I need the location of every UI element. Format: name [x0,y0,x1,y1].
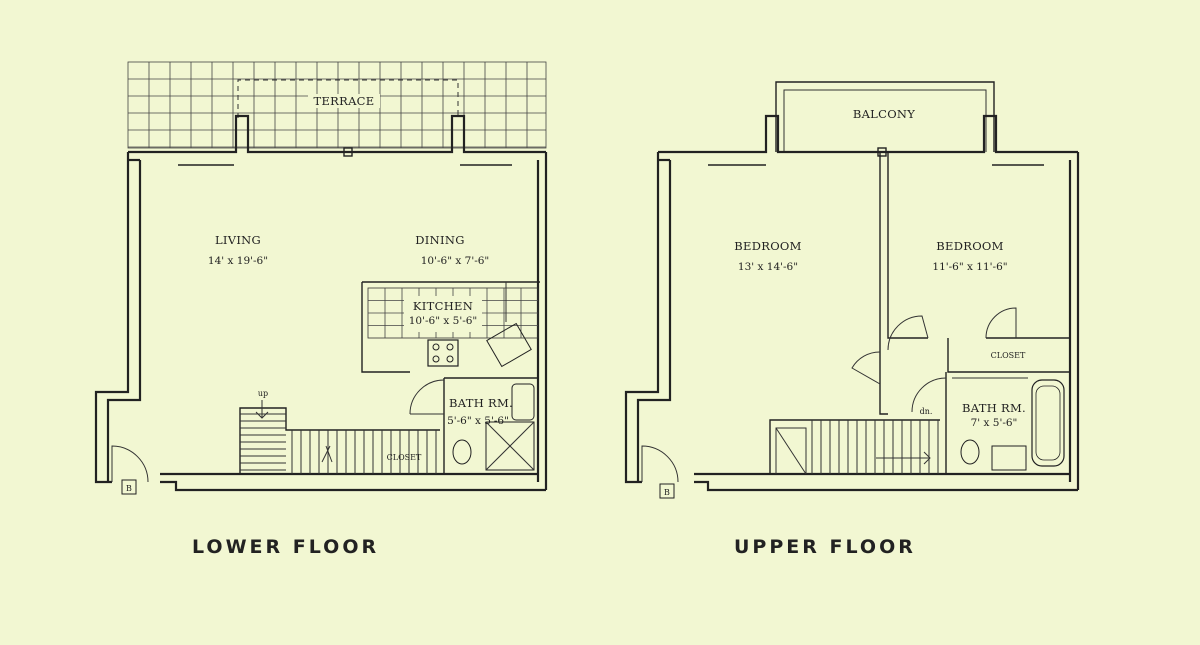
kitchen-dims: 10'-6" x 5'-6" [409,315,478,327]
bath-door-swing [409,379,445,415]
living-dims: 14' x 19'-6" [208,255,268,267]
upper-stairs [769,419,940,475]
b-marker: B [126,484,132,493]
living-label: LIVING [215,233,261,247]
terrace-label: TERRACE [314,94,375,108]
upper-outer-walls [624,114,1080,492]
upper-entry-door-swing [641,445,679,483]
sink-icon [486,322,532,368]
upper-b-marker: B [664,488,670,497]
upper-bath-dims: 7' x 5'-6" [971,417,1018,429]
lower-stair-note: up [258,389,268,398]
bedroom2-dims: 11'-6" x 11'-6" [932,261,1007,273]
bathtub-icon [511,383,535,421]
balcony-label: BALCONY [853,107,915,121]
entry-door-swing [111,445,149,483]
lower-closet-label: CLOSET [387,453,422,462]
kitchen-area [361,281,540,373]
lower-stairs [239,400,440,474]
upper-floor-title: UPPER FLOOR [734,536,916,558]
lower-bath [409,377,538,474]
dining-dims: 10'-6" x 7'-6" [421,255,490,267]
upper-bath-label: BATH RM. [962,401,1026,415]
bedroom1-label: BEDROOM [734,239,801,253]
b-marker-box [121,479,137,495]
lower-floor-title: LOWER FLOOR [192,536,380,558]
sink-icon [991,445,1027,471]
stove-icon [427,339,459,367]
bathtub-icon [1031,379,1065,467]
bedroom2-label: BEDROOM [936,239,1003,253]
bedroom1-door-swing [851,351,881,385]
toilet-icon [960,439,980,465]
upper-partitions [851,152,1070,474]
upper-floor-plan: BALCONY CLOSET [624,81,1080,499]
shower-icon [485,421,535,471]
upper-bath [952,377,1065,471]
dining-label: DINING [415,233,464,247]
lower-outer-walls [94,114,548,492]
toilet-icon [452,439,472,465]
upper-stair-note: dn. [920,407,933,416]
terrace-label-bg [308,94,380,108]
lower-bath-label: BATH RM. [449,396,513,410]
lower-floor-plan: TERRACE B [94,61,548,495]
upper-bath-door-swing [911,377,947,413]
closet-door-swing [985,307,1017,339]
bedroom2-door-swing [887,315,929,351]
kitchen-label: KITCHEN [413,299,473,313]
bedroom1-dims: 13' x 14'-6" [738,261,798,273]
terrace-dashed-outline [237,79,459,118]
upper-b-marker-box [659,483,675,499]
upper-closet-label: CLOSET [991,351,1026,360]
lower-bath-dims: 5'-6" x 5'-6" [447,415,509,427]
